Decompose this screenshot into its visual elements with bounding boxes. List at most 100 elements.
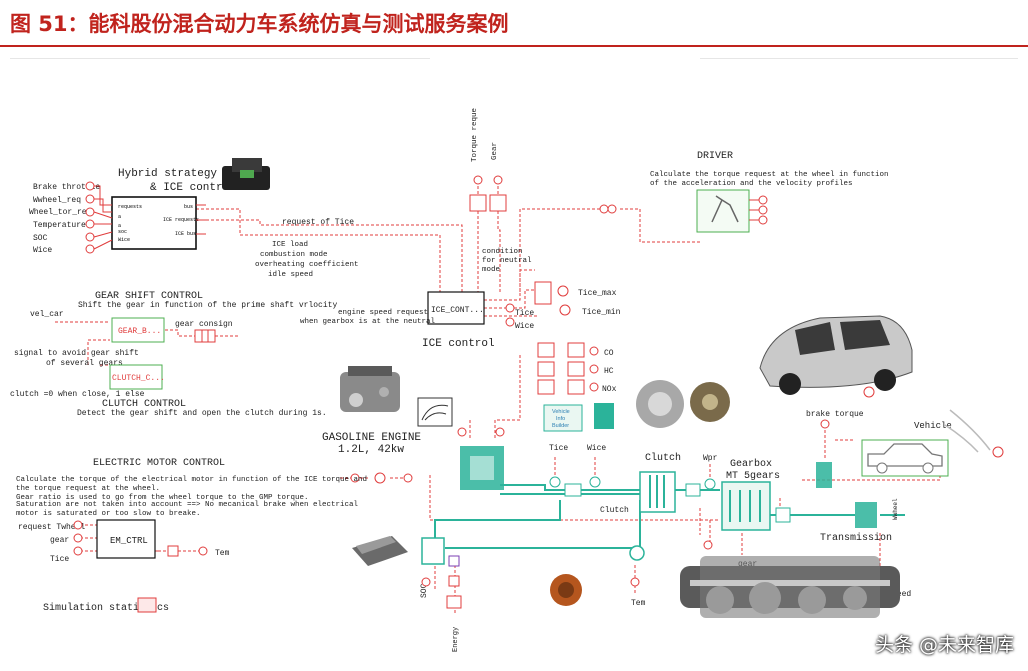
engine-speed-request-2: when gearbox is at the neutral <box>300 318 436 326</box>
hybrid-port-in-2: a <box>118 214 121 220</box>
hybrid-input-soc: SOC <box>33 234 48 243</box>
hybrid-input-wheel-tor-req: Wheel_tor_req <box>29 208 92 217</box>
em-input-tice: Tice <box>50 555 69 564</box>
gear-signal-2: of several gears <box>46 359 123 368</box>
gasoline-engine-group: GASOLINE ENGINE 1.2L, 42kw Tice Wice <box>322 366 606 497</box>
driver-group: DRIVER Calculate the torque request at t… <box>599 151 889 233</box>
driver-title: DRIVER <box>697 151 733 162</box>
ice-control-group: Torque reque Gear condition for neutral … <box>300 108 621 350</box>
electric-motor-block[interactable] <box>629 545 645 561</box>
battery-photo <box>352 536 408 566</box>
hybrid-title-2: & ICE control <box>150 182 236 194</box>
clutch-control-title: CLUTCH CONTROL <box>102 399 186 410</box>
vehicle-block[interactable] <box>861 439 949 477</box>
driver-block[interactable] <box>696 189 750 233</box>
gear-input-label: Gear <box>491 142 499 160</box>
electric-motor-group: ELECTRIC MOTOR CONTROL Calculate the tor… <box>16 458 367 564</box>
hybrid-input-wice: Wice <box>33 246 52 255</box>
engine-map-icon <box>417 397 453 427</box>
electric-motor-title: ELECTRIC MOTOR CONTROL <box>93 458 225 469</box>
gearbox-title-2: MT 5gears <box>726 471 780 482</box>
gearbox-photo <box>680 556 900 618</box>
clutch-label: Clutch <box>600 506 629 515</box>
neutral-condition-2: for neutral <box>482 257 532 265</box>
simulation-group: Simulation statistics <box>43 597 169 614</box>
bus-label-overheating: overheating coefficient <box>255 261 359 269</box>
hybrid-port-out-3: ICE bus <box>175 231 196 237</box>
em-input-request-twheel: request Twheel <box>18 523 85 532</box>
gear-shift-desc: Shift the gear in function of the prime … <box>78 301 337 310</box>
clutch-control-group: CLUTCH_C... clutch =0 when close, 1 else… <box>10 364 327 418</box>
signal-wires <box>55 186 941 615</box>
electric-desc-5: motor is saturated or too slow to breake… <box>16 510 201 518</box>
engine-spec: 1.2L, 42kw <box>338 444 404 456</box>
gear-signal-1: signal to avoid gear shift <box>14 349 139 358</box>
clutch-control-desc: Detect the gear shift and open the clutc… <box>77 409 327 418</box>
gear-shift-title: GEAR SHIFT CONTROL <box>95 291 203 302</box>
ice-control-block-label: ICE_CONT... <box>431 306 484 315</box>
hybrid-input-brake-throttle: Brake throttle <box>33 183 100 192</box>
engine-title: GASOLINE ENGINE <box>322 432 421 444</box>
hybrid-input-temperature: Temperature <box>33 221 86 230</box>
vehicle-group: brake torque Vehicle <box>759 315 1004 488</box>
tice-max-label: Tice_max <box>578 289 617 298</box>
driver-desc-2: of the acceleration and the velocity pro… <box>650 180 853 188</box>
title-subrule-right <box>700 58 1018 59</box>
bus-label-combustion: combustion mode <box>260 251 328 259</box>
hybrid-port-in-5: Wice <box>118 237 130 243</box>
engine-photo <box>340 366 400 412</box>
soc-label: SOC <box>420 583 429 598</box>
clutch-title: Clutch <box>645 452 681 464</box>
neutral-condition-3: mode <box>482 266 500 274</box>
bus-label-idle-speed: idle speed <box>268 271 313 279</box>
engine-tice-label: Tice <box>549 444 568 453</box>
em-ctrl-output-tem: Tem <box>215 549 230 558</box>
em-ctrl-label: EM_CTRL <box>110 536 148 546</box>
watermark: 头条 @未来智库 <box>874 634 1014 656</box>
hybrid-strategy-block[interactable] <box>111 196 197 250</box>
clutch-control-block-label: CLUTCH_C... <box>112 374 165 383</box>
torque-request-label: Torque reque <box>471 108 479 162</box>
gear-box-block[interactable] <box>111 317 165 343</box>
transmission-block[interactable] <box>855 502 877 528</box>
gear-consign-label: gear consign <box>175 320 233 329</box>
vehicle-info-builder-block[interactable] <box>543 404 583 432</box>
title-subrule-left <box>10 58 430 59</box>
motor-tem-label: Tem <box>631 599 646 608</box>
emissions-group: CO HC NOx Vehicle Info Builder <box>537 342 617 432</box>
gear-shift-group: GEAR SHIFT CONTROL Shift the gear in fun… <box>14 291 337 368</box>
simulation-statistics-block[interactable] <box>137 597 157 613</box>
clutch-control-block[interactable] <box>109 364 163 390</box>
battery-group: SOC Energy Tem <box>352 536 646 652</box>
hybrid-port-in-4: soc <box>118 229 127 235</box>
hybrid-port-out-1: bus <box>184 204 193 210</box>
hybrid-port-out-2: ICE requests <box>163 217 199 223</box>
electric-desc-4: Saturation are not taken into account ==… <box>16 501 359 509</box>
wwheel-label: Wwheel <box>892 498 899 520</box>
hybrid-controller-photo <box>222 158 270 190</box>
electric-desc-2: the torque request at the wheel. <box>16 485 160 493</box>
ice-control-block[interactable] <box>427 291 485 325</box>
gearbox-title-1: Gearbox <box>730 458 772 470</box>
vehicle-info-3: Builder <box>552 423 569 429</box>
car-photo <box>759 315 913 395</box>
ice-out-wice: Wice <box>515 322 534 331</box>
hybrid-port-in-3: a <box>118 223 121 229</box>
wpr-label: Wpr <box>703 454 718 463</box>
emission-hc: HC <box>604 367 614 376</box>
transmission-title: Transmission <box>820 532 892 544</box>
emission-co: CO <box>604 349 614 358</box>
em-ctrl-block[interactable] <box>96 519 156 559</box>
drivetrain-group: Clutch Clutch Wpr Gearbox MT 5gears Tran… <box>600 380 911 618</box>
driver-desc-1: Calculate the torque request at the whee… <box>650 171 889 179</box>
battery-block[interactable] <box>421 537 445 565</box>
electric-desc-3: Gear ratio is used to go from the wheel … <box>16 494 309 502</box>
hybrid-port-in-1: requests <box>118 204 142 210</box>
gear-box-block-label: GEAR_B... <box>118 327 161 336</box>
em-input-gear: gear <box>50 536 69 545</box>
energy-label: Energy <box>452 627 460 652</box>
engine-speed-request-1: engine speed request <box>338 309 428 317</box>
electric-desc-1: Calculate the torque of the electrical m… <box>16 476 367 484</box>
vehicle-title: Vehicle <box>914 421 952 431</box>
